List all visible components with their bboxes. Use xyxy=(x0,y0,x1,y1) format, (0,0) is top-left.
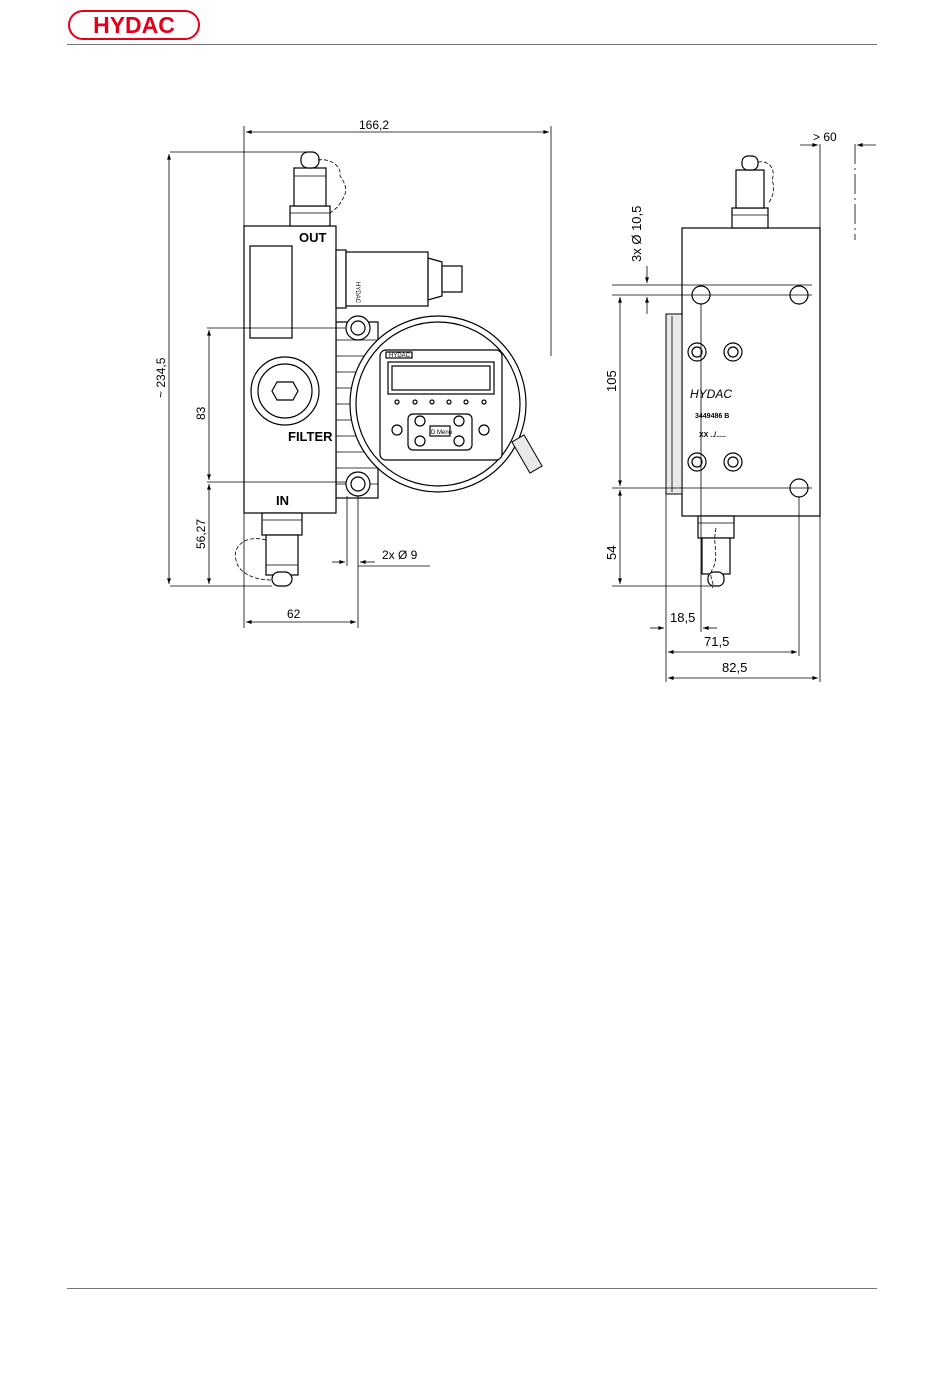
side-display-edge xyxy=(666,314,682,494)
dim-side-bottom-offset: 54 xyxy=(604,546,619,560)
screw xyxy=(724,453,742,471)
dim-overall-height: ~ 234,5 xyxy=(154,357,168,398)
screw xyxy=(688,343,706,361)
pressure-sensor: HYDAC xyxy=(336,250,462,308)
side-manifold-block xyxy=(682,228,820,516)
menu-button-label: D Menu xyxy=(431,430,452,436)
svg-text:HYDAC: HYDAC xyxy=(354,282,360,304)
side-part-number: 3449486 B xyxy=(695,413,729,420)
dim-overall-width: 166,2 xyxy=(359,118,389,132)
out-fitting xyxy=(290,152,346,226)
screw xyxy=(688,453,706,471)
side-view: HYDAC 3449486 B XX ../..... > 60 3x Ø 10… xyxy=(604,130,876,682)
display-unit: HYDAC D Menu xyxy=(350,316,542,492)
in-fitting xyxy=(235,513,302,586)
side-brand-text: HYDAC xyxy=(690,387,732,401)
side-date-code: XX ../..... xyxy=(699,432,726,439)
dim-base-width: 62 xyxy=(287,607,301,621)
dim-side-hole-spacing: 105 xyxy=(604,370,619,392)
screw xyxy=(724,343,742,361)
dim-hole-spacing: 83 xyxy=(194,406,208,420)
front-view: FILTER OUT IN HYDAC xyxy=(154,118,551,628)
filter-plug xyxy=(251,357,319,425)
side-top-fitting xyxy=(732,156,774,228)
mount-hole-lower xyxy=(346,472,370,496)
dim-clearance: > 60 xyxy=(813,130,837,144)
port-out-label: OUT xyxy=(299,230,327,245)
dim-bottom-offset: 56,27 xyxy=(194,519,208,549)
mount-hole-upper xyxy=(346,316,370,340)
port-in-label: IN xyxy=(276,493,289,508)
dim-depth-3: 82,5 xyxy=(722,660,747,675)
filter-label: FILTER xyxy=(288,429,333,444)
side-bottom-fitting xyxy=(698,516,734,588)
dim-depth-2: 71,5 xyxy=(704,634,729,649)
dim-side-mount-holes: 3x Ø 10,5 xyxy=(629,206,644,262)
dim-mount-holes: 2x Ø 9 xyxy=(382,548,418,562)
footer-rule xyxy=(67,1288,877,1289)
dim-depth-1: 18,5 xyxy=(670,610,695,625)
lcd-screen xyxy=(388,362,494,394)
svg-text:HYDAC: HYDAC xyxy=(389,353,411,359)
